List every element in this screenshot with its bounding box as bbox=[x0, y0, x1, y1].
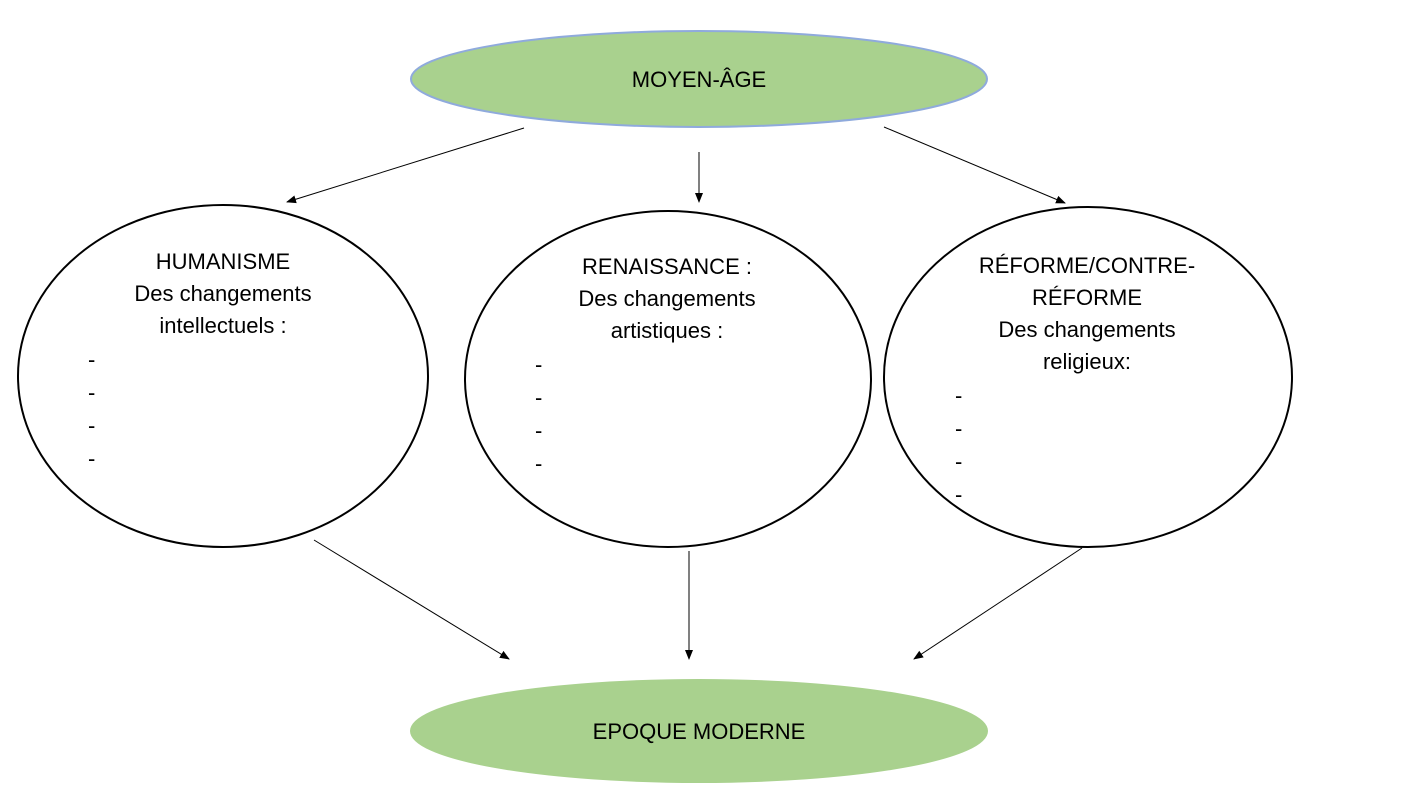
arrow-reforme-to-bottom bbox=[913, 547, 1083, 660]
circle-humanisme-subtitle-2: intellectuels : bbox=[159, 313, 287, 338]
circle-renaissance-subtitle-2: artistiques : bbox=[610, 318, 724, 343]
circle-renaissance-bullets: - - - - bbox=[535, 348, 542, 480]
circle-humanisme bbox=[17, 204, 429, 548]
bullet-item: - bbox=[955, 383, 963, 408]
bullet-item: - bbox=[88, 380, 96, 405]
circle-humanisme-subtitle: Des changements bbox=[134, 281, 312, 306]
circle-reforme-subtitle: Des changements bbox=[998, 317, 1176, 342]
circle-reforme-subtitle-2: religieux: bbox=[1042, 349, 1132, 374]
bullet-item: - bbox=[535, 451, 543, 476]
bullet-item: - bbox=[955, 449, 963, 474]
bullet-item: - bbox=[535, 418, 543, 443]
bullet-item: - bbox=[535, 352, 543, 377]
bullet-item: - bbox=[88, 347, 96, 372]
circle-renaissance-subtitle: Des changements bbox=[578, 286, 756, 311]
circle-reforme-title-2: RÉFORME bbox=[1032, 285, 1142, 310]
bullet-item: - bbox=[88, 413, 96, 438]
circle-humanisme-bullets: - - - - bbox=[88, 343, 95, 475]
circle-renaissance bbox=[464, 210, 872, 548]
circle-renaissance-title: RENAISSANCE : bbox=[582, 254, 752, 279]
circle-reforme-title: RÉFORME/CONTRE- bbox=[978, 253, 1196, 278]
circle-reforme-text: RÉFORME/CONTRE- RÉFORME Des changements … bbox=[937, 250, 1237, 378]
circle-humanisme-text: HUMANISME Des changements intellectuels … bbox=[73, 246, 373, 342]
circle-renaissance-text: RENAISSANCE : Des changements artistique… bbox=[517, 251, 817, 347]
circle-reforme bbox=[883, 206, 1293, 548]
bullet-item: - bbox=[955, 482, 963, 507]
circle-humanisme-title: HUMANISME bbox=[155, 249, 291, 274]
bottom-node-label: EPOQUE MODERNE bbox=[592, 719, 806, 744]
top-node-label: MOYEN-ÂGE bbox=[631, 67, 767, 92]
bullet-item: - bbox=[955, 416, 963, 441]
bottom-node-oval bbox=[410, 679, 988, 783]
bullet-item: - bbox=[88, 446, 96, 471]
circle-reforme-bullets: - - - - bbox=[955, 379, 962, 511]
arrow-top-to-reforme bbox=[883, 126, 1066, 204]
top-node-oval bbox=[410, 30, 988, 128]
bullet-item: - bbox=[535, 385, 543, 410]
arrow-humanisme-to-bottom bbox=[313, 539, 510, 660]
arrow-top-to-humanisme bbox=[286, 127, 525, 204]
